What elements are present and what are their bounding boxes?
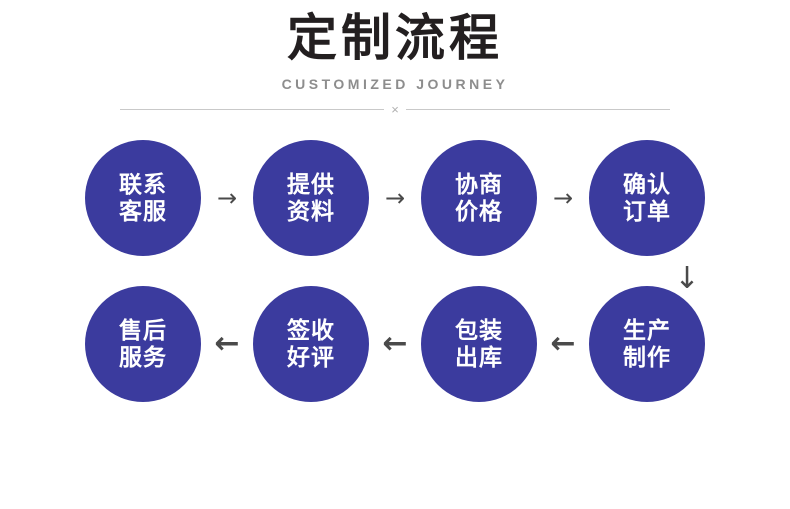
flow-node-line1: 包装: [455, 317, 503, 343]
flow-node-production: 生产 制作: [589, 286, 705, 402]
flow-node-after-sales-service: 售后 服务: [85, 286, 201, 402]
arrow-left-1: ←: [214, 326, 240, 361]
arrow-right-2: →: [384, 184, 406, 212]
flow-node-line1: 售后: [119, 317, 167, 343]
arrow-down: ↓: [674, 261, 700, 296]
flow-node-line1: 联系: [119, 171, 167, 197]
flow-node-confirm-order: 确认 订单: [589, 140, 705, 256]
flow-node-line1: 协商: [455, 171, 503, 197]
flow-node-line2: 资料: [287, 198, 335, 224]
page-title: 定制流程: [287, 10, 503, 66]
flow-node-line1: 生产: [623, 317, 671, 343]
arrow-left-2: ←: [382, 326, 408, 361]
flow-node-negotiate-price: 协商 价格: [421, 140, 537, 256]
flow-node-contact-service: 联系 客服: [85, 140, 201, 256]
arrow-left-3: ←: [550, 326, 576, 361]
divider-cross-mark: ×: [384, 101, 406, 119]
page-subtitle: CUSTOMIZED JOURNEY: [281, 76, 509, 92]
flow-row-2: 售后 服务 ← 签收 好评 ← 包装 出库 ← 生产 制作: [0, 286, 790, 402]
flow-node-packing-shipping: 包装 出库: [421, 286, 537, 402]
flow-node-line2: 服务: [119, 344, 167, 370]
divider: ×: [120, 101, 670, 124]
arrow-right-3: →: [552, 184, 574, 212]
flow-node-line2: 客服: [119, 198, 167, 224]
flow-node-line2: 好评: [287, 344, 335, 370]
flow-node-line1: 提供: [287, 171, 335, 197]
flow-node-line2: 价格: [455, 198, 503, 224]
flow-node-line2: 订单: [623, 198, 671, 224]
flow-node-line1: 签收: [287, 317, 335, 343]
flow-diagram: 联系 客服 → 提供 资料 → 协商 价格 → 确认 订单 ↓ 售后 服务: [0, 140, 790, 402]
flow-node-provide-materials: 提供 资料: [253, 140, 369, 256]
arrow-right-1: →: [216, 184, 238, 212]
flow-node-line2: 出库: [455, 344, 503, 370]
flow-node-line1: 确认: [623, 171, 671, 197]
flow-node-line2: 制作: [623, 344, 671, 370]
flow-node-sign-and-review: 签收 好评: [253, 286, 369, 402]
header: 定制流程 CUSTOMIZED JOURNEY ×: [0, 0, 790, 124]
flow-row-1: 联系 客服 → 提供 资料 → 协商 价格 → 确认 订单: [0, 140, 790, 256]
